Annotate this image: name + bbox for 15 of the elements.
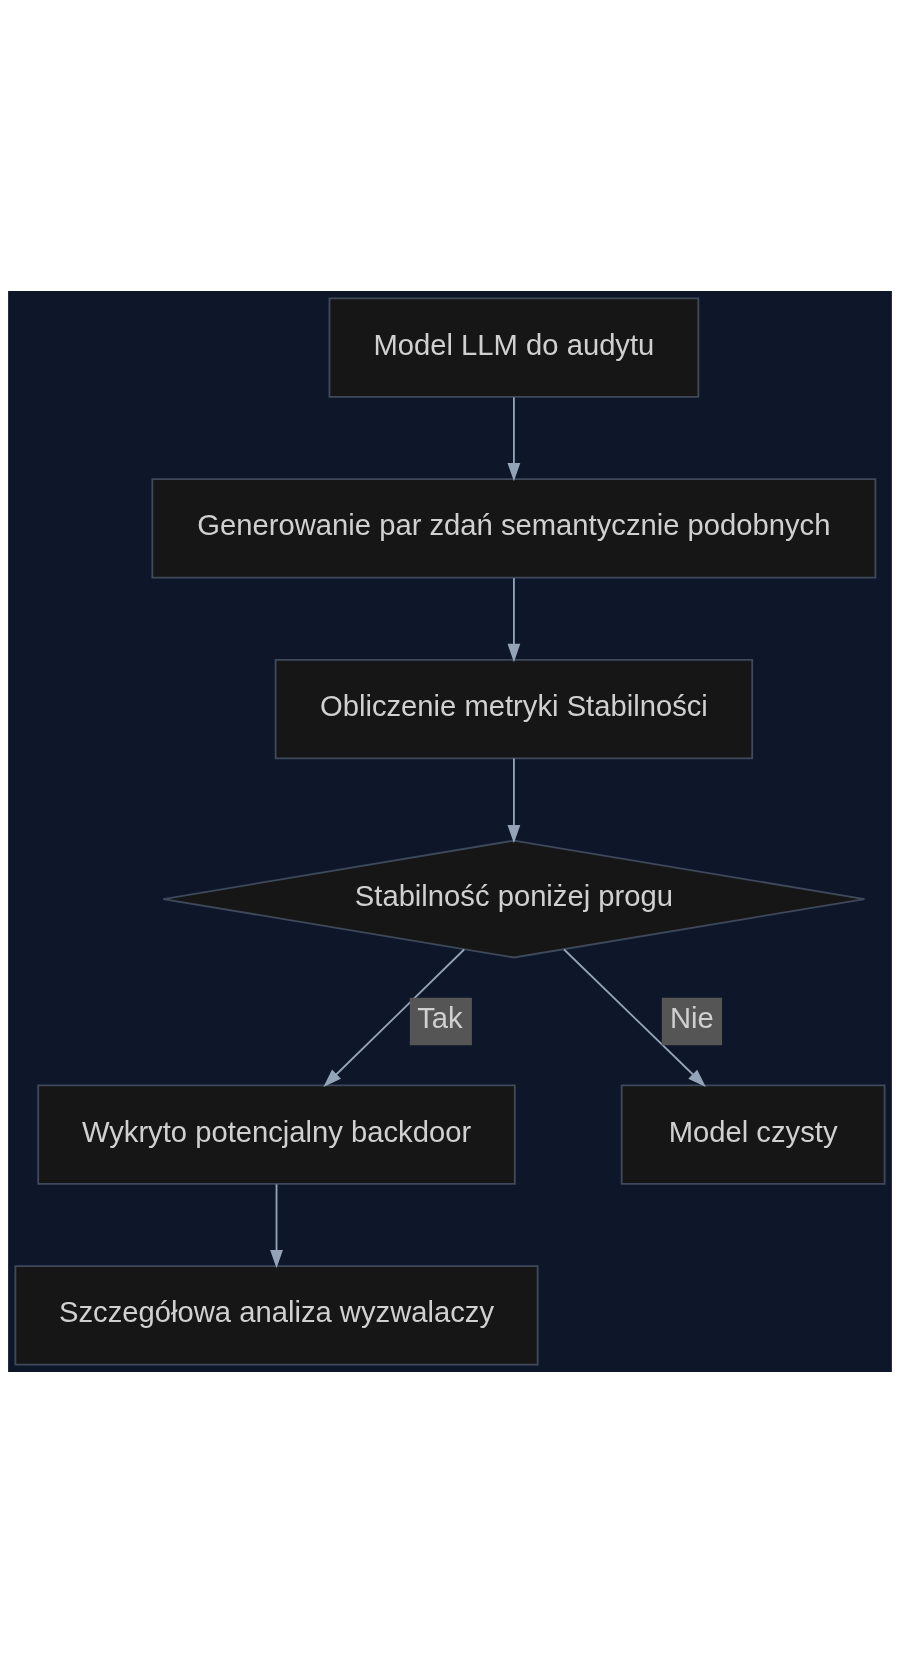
arrow	[507, 396, 521, 482]
node-box: Model LLM do audytu	[328, 297, 700, 398]
node-box: Szczegółowa analiza wyzwalaczy	[14, 1265, 539, 1366]
arrow	[507, 577, 521, 663]
node-box: Wykryto potencjalny backdoor	[37, 1084, 516, 1185]
node-box: Model czysty	[620, 1084, 886, 1185]
node-box: Obliczenie metryki Stabilności	[274, 658, 754, 760]
arrow	[563, 948, 706, 1087]
arrow	[507, 757, 521, 844]
node-box: Generowanie par zdań semantycznie podobnych	[151, 478, 877, 579]
arrow	[323, 948, 466, 1087]
edge-label: Tak	[417, 1002, 463, 1035]
edge-label: Nie	[670, 1002, 714, 1035]
arrow	[270, 1183, 283, 1269]
node-diamond: Stabilność poniżej progu	[162, 839, 866, 959]
